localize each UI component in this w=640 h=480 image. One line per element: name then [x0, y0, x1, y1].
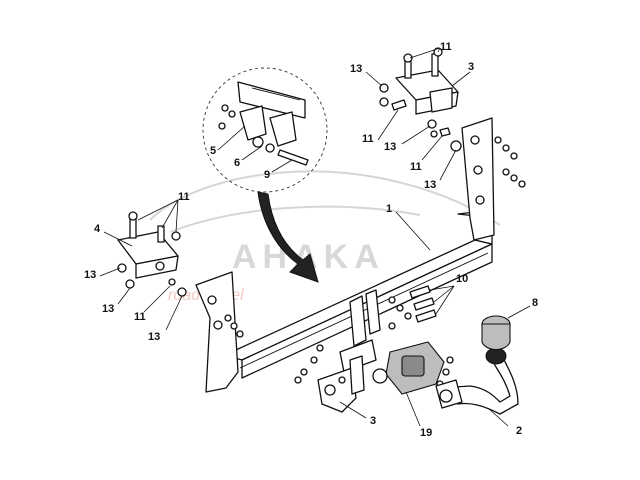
- detail-circle: [202, 67, 328, 193]
- left-bracket: [117, 211, 244, 338]
- top-right-bracket: [395, 47, 459, 115]
- callout-6: 6: [234, 157, 240, 169]
- callout-labels: 1 2 3 3 4 8 10 11 11 11 11: [84, 41, 538, 439]
- callout-2: 2: [516, 425, 522, 437]
- bottom-bracket: [317, 355, 365, 413]
- callout-3-bottom: 3: [370, 415, 376, 427]
- callout-13-left-b: 13: [102, 303, 114, 315]
- callout-4: 4: [94, 223, 101, 235]
- callout-11-right-a: 11: [362, 133, 374, 145]
- callout-1: 1: [386, 203, 392, 215]
- callout-8: 8: [532, 297, 538, 309]
- callout-3-top: 3: [468, 61, 474, 73]
- callout-11-left: 11: [178, 191, 190, 203]
- detail-plate-b: [269, 111, 297, 147]
- callout-11-top: 11: [440, 41, 452, 53]
- callout-19: 19: [420, 427, 432, 439]
- detail-plate: [239, 105, 267, 141]
- ball-neck: [435, 347, 519, 415]
- detail-callouts: 5 6 9: [210, 125, 293, 181]
- callout-13-top: 13: [350, 63, 362, 75]
- callout-5: 5: [210, 145, 216, 157]
- callout-13-left-c: 13: [148, 331, 160, 343]
- bolt-group-10: [409, 285, 437, 323]
- left-side-plate: [195, 271, 239, 393]
- callout-13-right-low: 13: [424, 179, 436, 191]
- ball-cover: [481, 315, 511, 351]
- callout-9: 9: [264, 169, 270, 181]
- callout-13-left-a: 13: [84, 269, 96, 281]
- callout-11-right-b: 11: [410, 161, 422, 173]
- callout-10: 10: [456, 273, 468, 285]
- right-side-plate: [461, 117, 495, 241]
- callout-11-left-low: 11: [134, 311, 146, 323]
- curved-arrow: [257, 191, 319, 283]
- detail-beam: [237, 81, 306, 119]
- socket-plate: [372, 341, 454, 395]
- detail-view: [202, 67, 328, 193]
- detail-bolt: [277, 149, 309, 166]
- center-mount: [294, 289, 412, 384]
- callout-13-right-mid: 13: [384, 141, 396, 153]
